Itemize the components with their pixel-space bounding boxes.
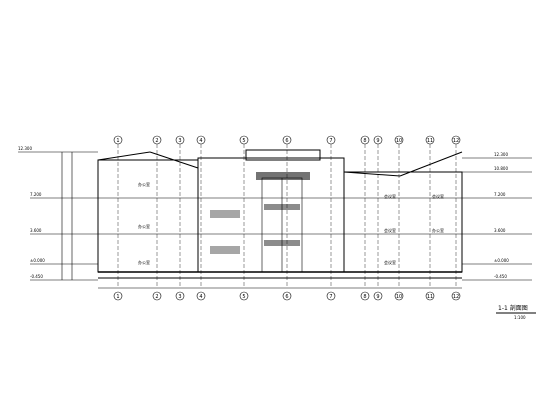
room-label: 会议室	[432, 193, 444, 199]
axis-bubbles-top: 1 2 3 4 5 6 7 8 9 10 11 12	[113, 135, 461, 145]
svg-text:8: 8	[363, 138, 366, 144]
drawing-title: 1-1 剖面图	[498, 304, 528, 312]
axis-bubble: 4	[196, 291, 206, 301]
axis-bubble: 2	[152, 291, 162, 301]
svg-text:11: 11	[427, 138, 433, 144]
room-label: 会议室	[384, 193, 396, 199]
axis-lines	[117, 144, 457, 288]
axis-bubble: 6	[282, 291, 292, 301]
axis-bubble: 10	[394, 135, 404, 145]
level-mark: -0.450	[494, 274, 507, 279]
axis-bubble: 9	[373, 291, 383, 301]
hatch-bands	[210, 172, 310, 254]
svg-text:9: 9	[376, 294, 379, 300]
levels-right: 12.300 10.800 7.200 3.600 ±0.000 -0.450	[462, 152, 532, 281]
svg-text:7: 7	[329, 138, 332, 144]
svg-text:3: 3	[178, 138, 181, 144]
axis-bubble: 12	[451, 291, 461, 301]
axis-bubble: 1	[113, 135, 123, 145]
room-label: 会议室	[384, 227, 396, 233]
level-mark: ±0.000	[494, 258, 509, 263]
svg-text:6: 6	[285, 294, 288, 300]
room-label: 办公室	[138, 181, 150, 187]
svg-text:9: 9	[376, 138, 379, 144]
axis-bubble: 10	[394, 291, 404, 301]
axis-bubble: 5	[239, 135, 249, 145]
svg-text:10: 10	[396, 138, 402, 144]
axis-bubble: 3	[175, 291, 185, 301]
level-mark: 3.600	[494, 228, 506, 233]
svg-text:2: 2	[155, 138, 158, 144]
axis-bubble: 9	[373, 135, 383, 145]
svg-text:5: 5	[242, 294, 245, 300]
axis-bubble: 3	[175, 135, 185, 145]
axis-bubble: 4	[196, 135, 206, 145]
room-label: 会议室	[384, 259, 396, 265]
svg-text:3: 3	[178, 294, 181, 300]
room-label: 办公室	[432, 227, 444, 233]
svg-text:1: 1	[116, 138, 119, 144]
axis-bubble: 5	[239, 291, 249, 301]
axis-bubble: 7	[326, 291, 336, 301]
svg-text:6: 6	[285, 138, 288, 144]
axis-bubble: 11	[425, 291, 435, 301]
svg-text:11: 11	[427, 294, 433, 300]
building-outline	[97, 149, 463, 279]
svg-text:12: 12	[453, 294, 459, 300]
axis-bubble: 11	[425, 135, 435, 145]
svg-text:10: 10	[396, 294, 402, 300]
level-mark: 3.600	[30, 228, 42, 233]
svg-text:1: 1	[116, 294, 119, 300]
level-mark: ±0.000	[30, 258, 45, 263]
axis-bubbles-bottom: 1 2 3 4 5 6 7 8 9 10 11 12	[113, 291, 461, 301]
svg-text:4: 4	[199, 294, 202, 300]
axis-bubble: 12	[451, 135, 461, 145]
axis-bubble: 2	[152, 135, 162, 145]
svg-text:7: 7	[329, 294, 332, 300]
level-mark: 7.200	[30, 192, 42, 197]
svg-text:4: 4	[199, 138, 202, 144]
title-block: 1-1 剖面图 1:100	[496, 304, 536, 320]
drawing-scale: 1:100	[514, 315, 526, 320]
levels-left: 12.300 7.200 3.600 ±0.000 -0.450	[18, 146, 98, 281]
room-labels: 办公室 办公室 办公室 会议室 会议室 会议室 会议室 办公室	[138, 181, 444, 265]
svg-text:8: 8	[363, 294, 366, 300]
room-label: 办公室	[138, 223, 150, 229]
axis-bubble: 6	[282, 135, 292, 145]
level-mark: 7.200	[494, 192, 506, 197]
level-mark: 10.800	[494, 166, 508, 171]
axis-bubble: 8	[360, 291, 370, 301]
svg-text:12: 12	[453, 138, 459, 144]
level-mark: -0.450	[30, 274, 43, 279]
svg-text:2: 2	[155, 294, 158, 300]
axis-bubble: 7	[326, 135, 336, 145]
level-mark: 12.300	[494, 152, 508, 157]
level-mark: 12.300	[18, 146, 32, 151]
axis-bubble: 1	[113, 291, 123, 301]
axis-bubble: 8	[360, 135, 370, 145]
svg-text:5: 5	[242, 138, 245, 144]
room-label: 办公室	[138, 259, 150, 265]
